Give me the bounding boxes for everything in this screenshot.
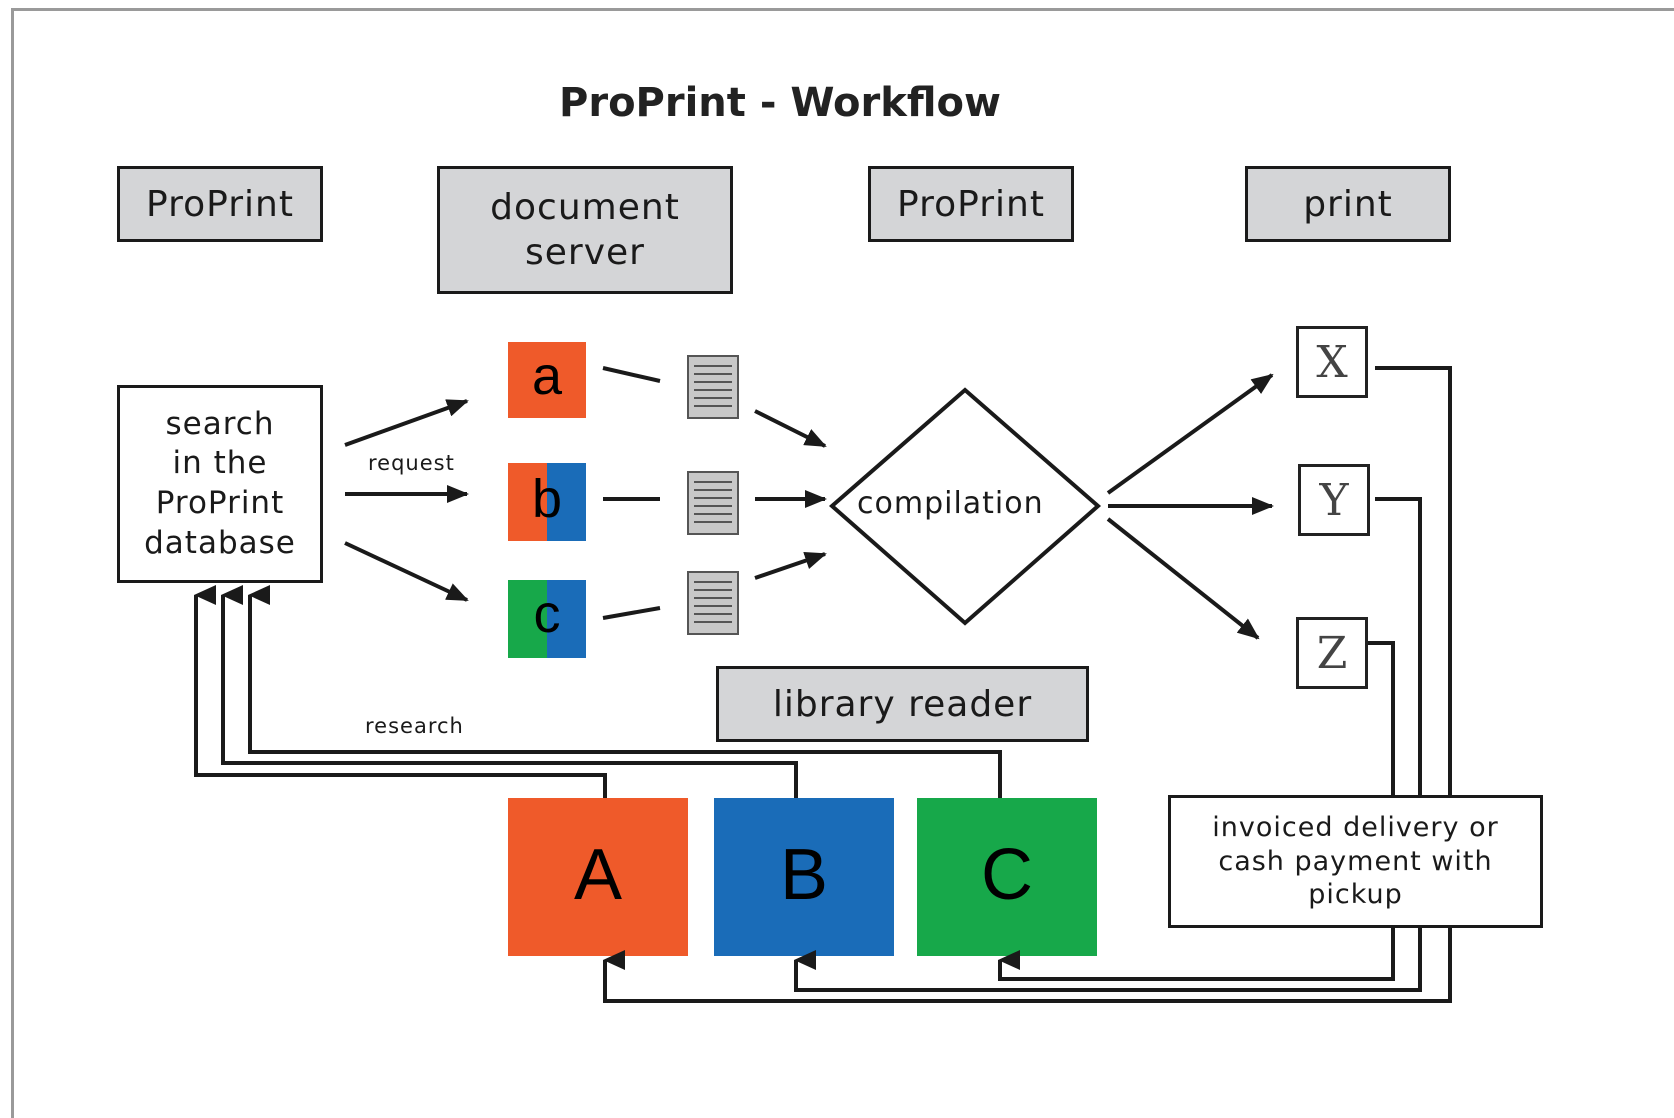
doc-b-letter: b — [531, 469, 563, 529]
diagram-title: ProPrint - Workflow — [559, 80, 1001, 126]
header-print-label: print — [1303, 183, 1393, 225]
research-line-b — [221, 585, 798, 798]
library-a-letter: A — [573, 835, 623, 915]
search-box-line2: in the — [172, 445, 268, 482]
header-library-reader-label: library reader — [772, 683, 1033, 725]
research-line-a — [194, 585, 607, 798]
delivery-info-box: invoiced delivery or cash payment with p… — [1168, 795, 1543, 928]
output-y-box: Y — [1298, 464, 1370, 536]
header-document-server-line2: server — [525, 232, 645, 273]
compilation-label: compilation — [857, 486, 1044, 521]
compilation-diamond — [828, 387, 1102, 626]
header-proprint-search-label: ProPrint — [146, 183, 294, 225]
library-b-letter: B — [779, 835, 829, 915]
compile-arrow-c — [754, 551, 827, 580]
delivery-line3: pickup — [1308, 879, 1403, 911]
request-arrow-a — [344, 399, 469, 447]
search-database-box: search in the ProPrint database — [117, 385, 323, 583]
document-page-icon-b — [687, 471, 739, 535]
doc-a-square — [508, 342, 586, 418]
doc-c-square — [508, 580, 586, 658]
document-page-icon-c — [687, 571, 739, 635]
output-z-box: Z — [1296, 617, 1368, 689]
return-line-z — [998, 641, 1395, 981]
document-page-icon-a — [687, 355, 739, 419]
compile-arrow-a — [754, 409, 827, 448]
header-proprint-compile-label: ProPrint — [897, 183, 1045, 225]
library-b-square — [714, 798, 894, 956]
library-a-square — [508, 798, 688, 956]
header-library-reader: library reader — [716, 666, 1089, 742]
doc-b-square — [508, 463, 586, 541]
return-line-y — [794, 497, 1422, 992]
output-x-box: X — [1296, 326, 1368, 398]
research-line-c — [248, 585, 1002, 798]
search-box-line3: ProPrint — [155, 485, 285, 521]
request-label: request — [368, 451, 455, 475]
return-line-x — [603, 366, 1452, 1003]
request-arrow-c — [344, 541, 469, 602]
research-label: research — [365, 714, 464, 738]
search-box-line4: database — [144, 524, 296, 561]
doc-c-letter: c — [533, 584, 561, 644]
header-print: print — [1245, 166, 1451, 242]
header-document-server-line1: document — [490, 187, 680, 228]
header-proprint-compile: ProPrint — [868, 166, 1074, 242]
library-c-letter: C — [981, 835, 1033, 915]
output-arrow-x — [1106, 373, 1274, 495]
output-arrow-z — [1106, 517, 1260, 640]
doc-a-letter: a — [531, 346, 563, 406]
delivery-line1: invoiced delivery or — [1212, 812, 1499, 844]
delivery-line2: cash payment with — [1218, 845, 1493, 877]
header-proprint-search: ProPrint — [117, 166, 323, 242]
diagram-frame — [11, 8, 1674, 1118]
library-c-square — [917, 798, 1097, 956]
search-box-line1: search — [165, 405, 275, 442]
header-document-server: document server — [437, 166, 733, 294]
